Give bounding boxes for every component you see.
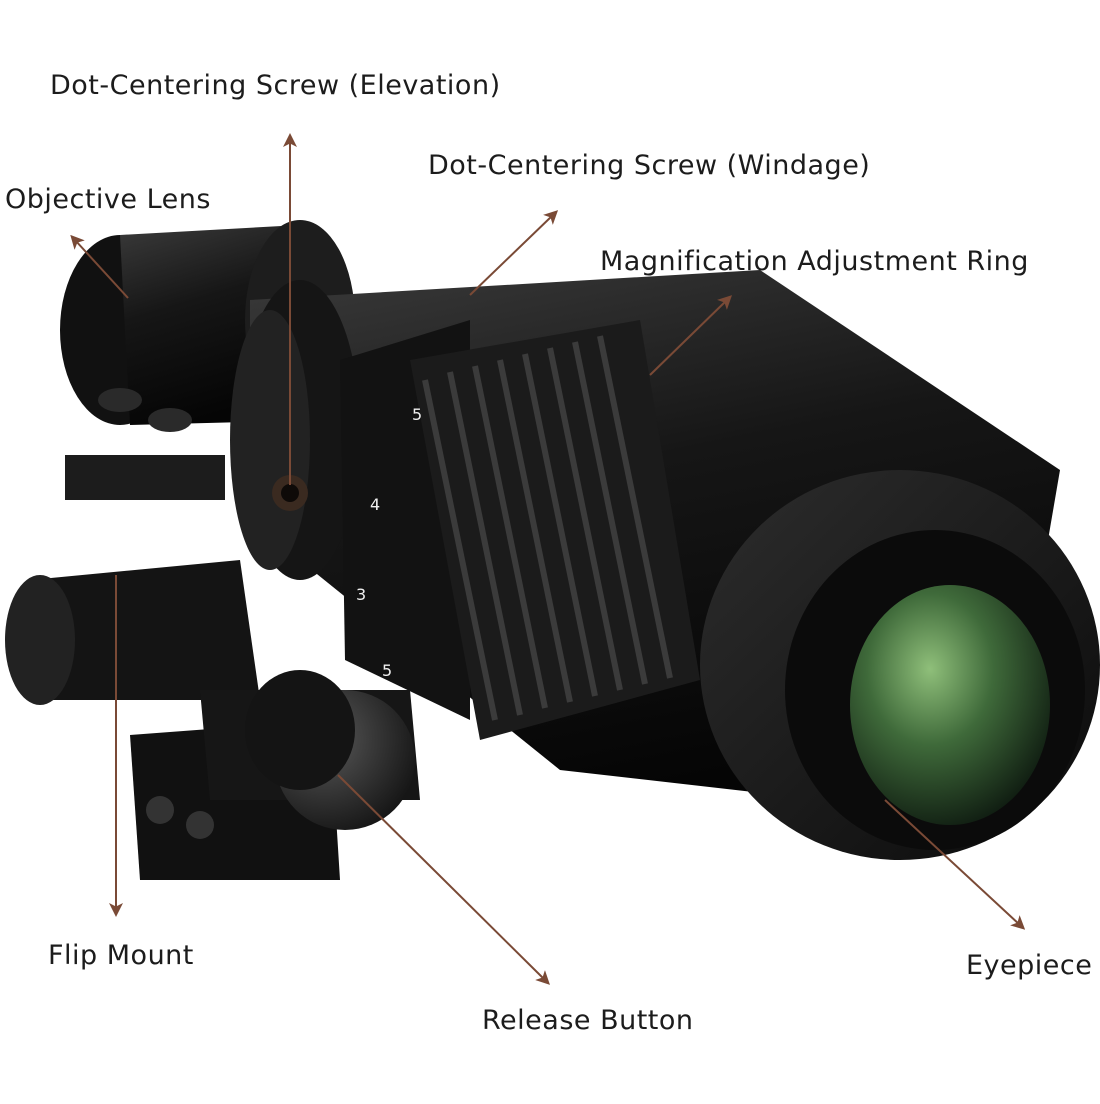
label-release-button: Release Button [482,1005,694,1036]
dial-number-3: 3 [356,585,366,604]
eyepiece-arrow [884,799,1026,930]
magnification-ring-arrow [649,295,733,376]
label-windage-screw: Dot-Centering Screw (Windage) [428,150,871,181]
dial-number-5-bottom: 5 [382,661,392,680]
windage-arrow [469,210,559,296]
dial-number-4: 4 [370,495,380,514]
eyepiece-housing [700,470,1100,860]
label-elevation-screw: Dot-Centering Screw (Elevation) [50,70,501,101]
magnification-ring [410,320,700,740]
label-objective-lens: Objective Lens [5,184,211,215]
label-magnification-ring: Magnification Adjustment Ring [600,246,1029,277]
label-eyepiece: Eyepiece [966,950,1093,981]
objective-lens-arrow [70,234,129,299]
release-button-arrow [337,774,550,985]
release-button-knob [245,670,415,830]
label-flip-mount: Flip Mount [48,940,194,971]
elevation-screw-center [281,484,299,502]
dial-number-5-top: 5 [412,405,422,424]
